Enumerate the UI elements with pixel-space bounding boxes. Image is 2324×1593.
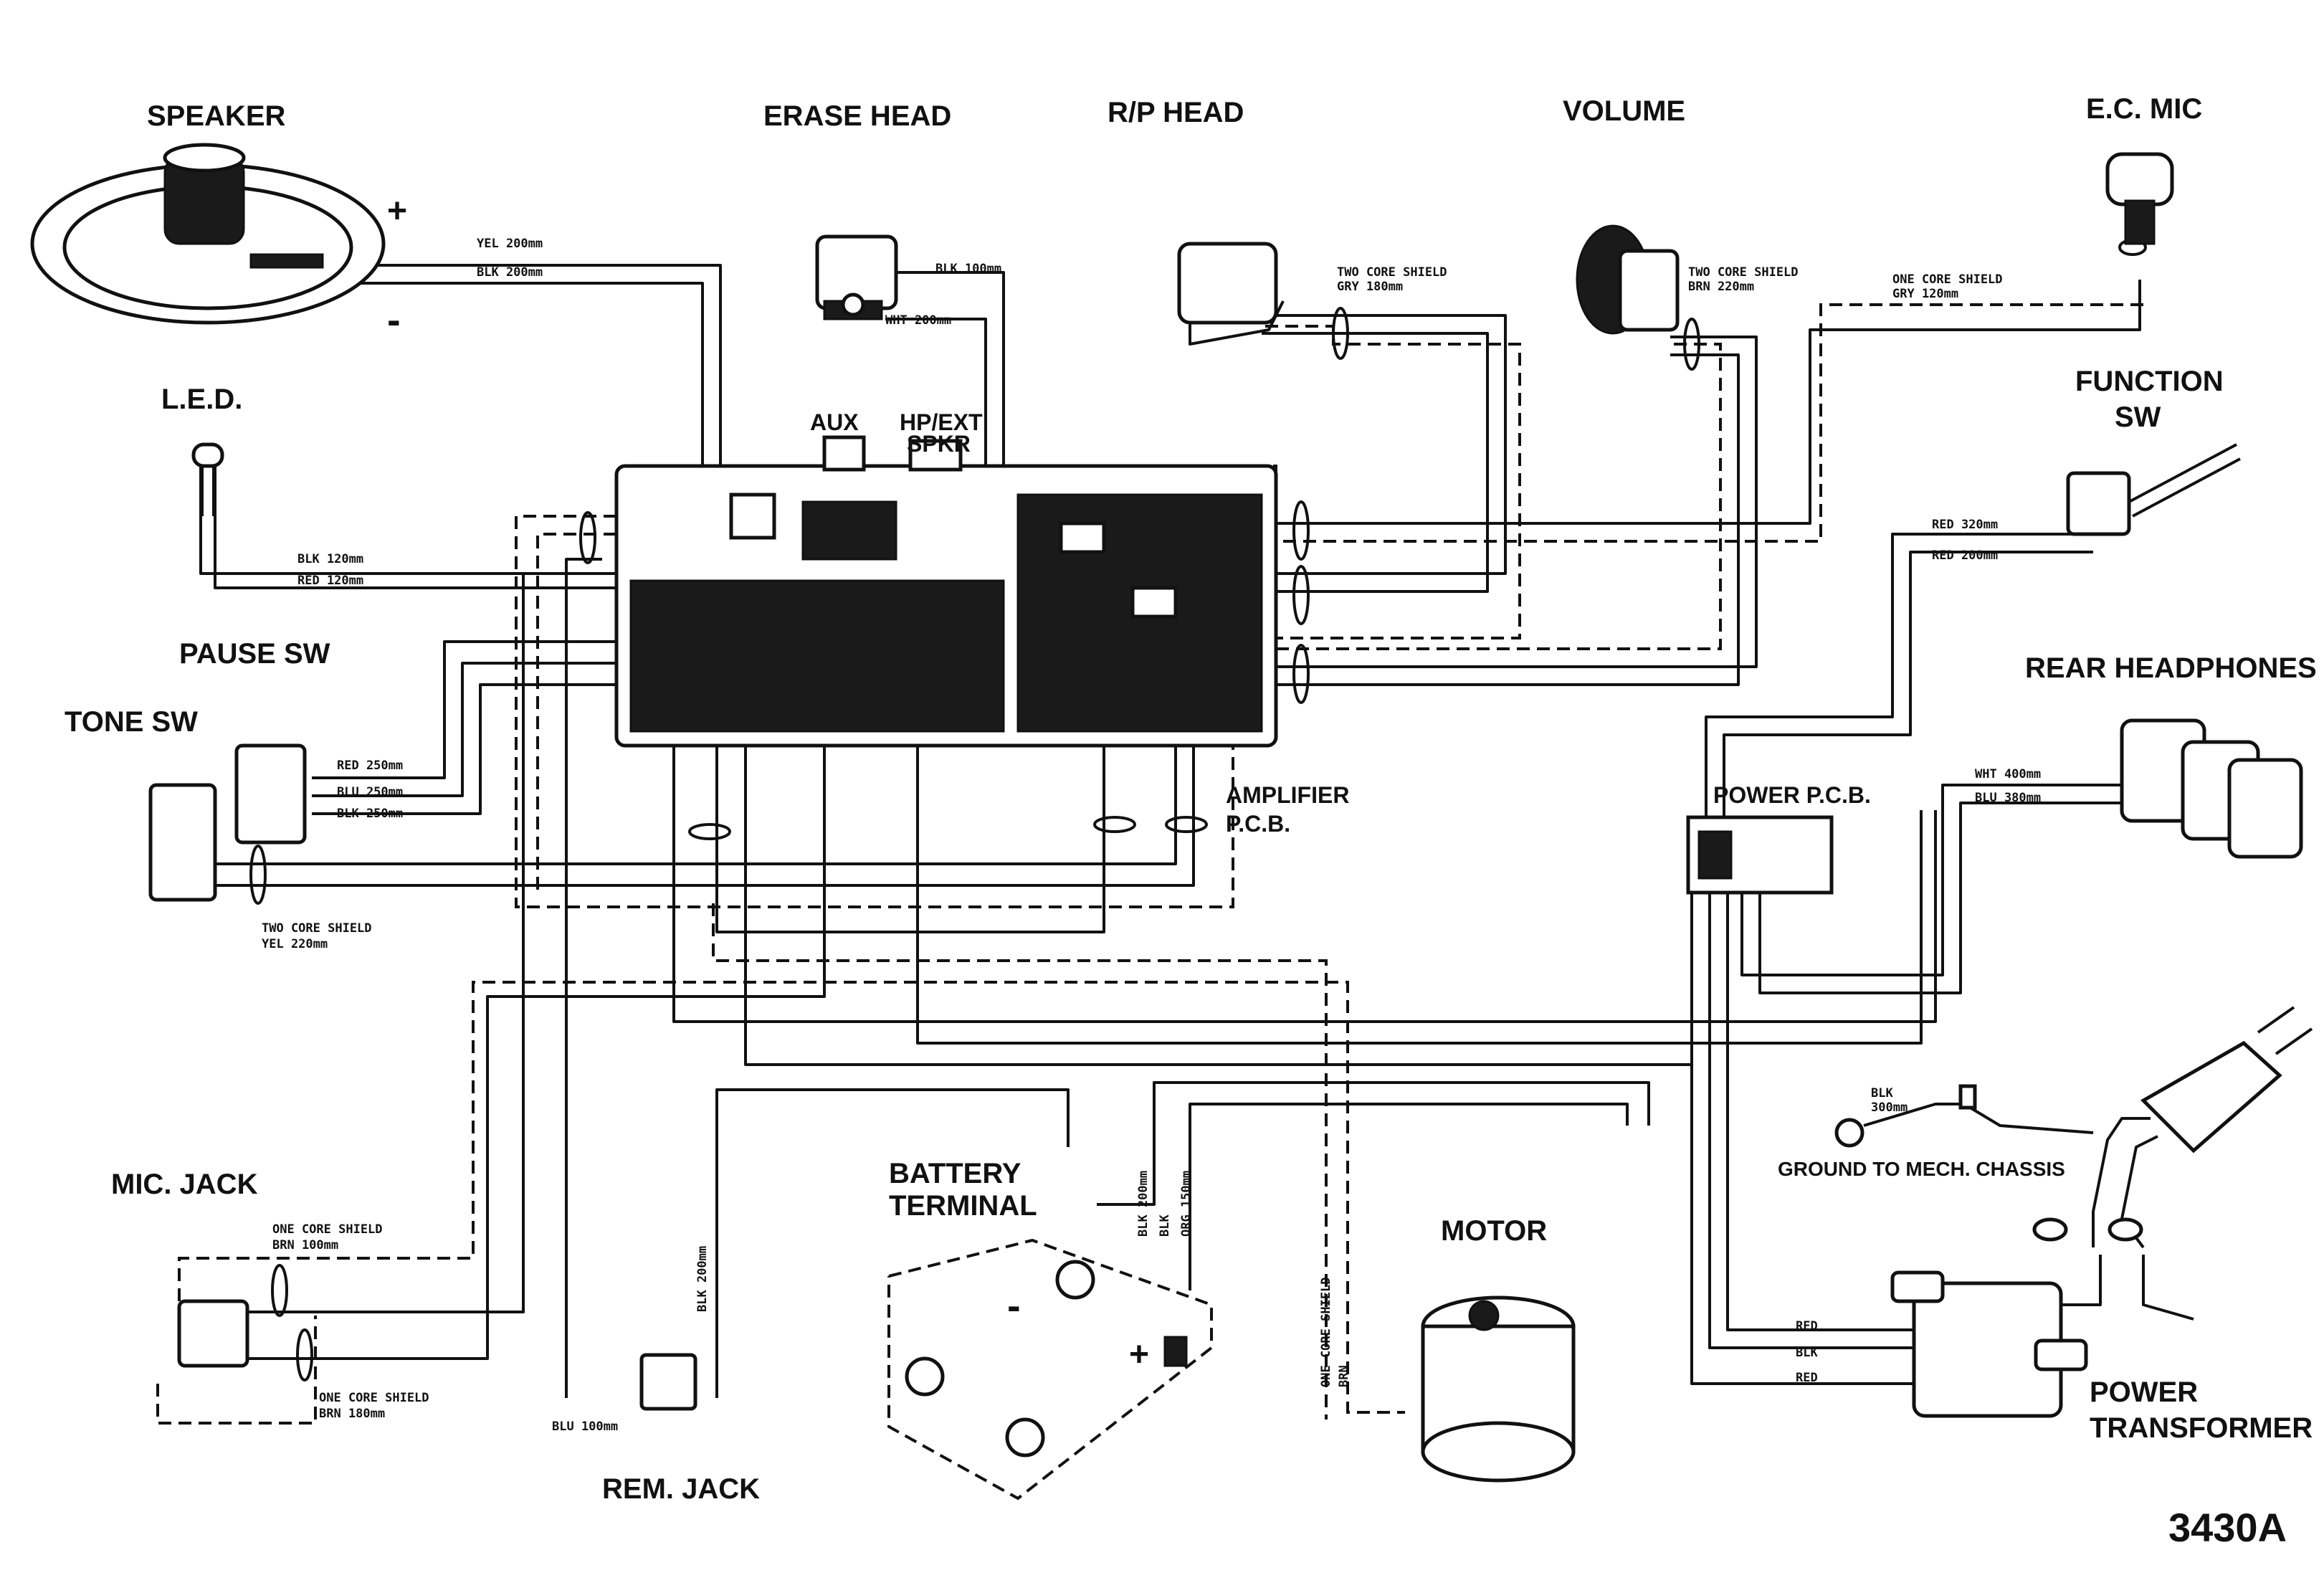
note-ground-blk: BLK [1871,1086,1893,1100]
label-rear-headphones: REAR HEADPHONES [2025,652,2317,684]
note-mic-shield-2: GRY 120mm [1892,287,1958,301]
rem-jack-icon [639,1353,697,1411]
power-transformer-icon [1890,1217,2143,1418]
label-led: L.E.D. [161,384,242,415]
note-pause-blk: BLK 250mm [337,807,403,821]
note-erase-blk: BLK 100mm [935,262,1001,276]
label-erase-head: ERASE HEAD [763,100,951,132]
label-ec-mic: E.C. MIC [2086,93,2202,125]
label-motor: MOTOR [1441,1215,1547,1247]
note-micjack-shield-b: ONE CORE SHIELD [319,1391,429,1405]
shield-loops [249,239,2147,1382]
note-pause-blu: BLU 250mm [337,785,403,799]
note-mic-shield: ONE CORE SHIELD [1892,272,2003,287]
note-rp-shield-2: GRY 180mm [1337,280,1403,294]
note-rem-blu: BLU 100mm [552,1420,618,1434]
label-hp-ext-2: SPKR [907,431,971,457]
label-mic-jack: MIC. JACK [111,1169,258,1200]
label-tone-sw: TONE SW [65,706,198,738]
note-tr-red-2: RED [1796,1371,1818,1385]
label-battery-terminal: BATTERY [889,1158,1021,1189]
note-tone-shield: TWO CORE SHIELD [262,921,372,936]
note-motor-shield-2: BRN [1337,1365,1351,1387]
amplifier-pcb [614,435,1278,748]
label-amplifier-pcb-2: P.C.B. [1226,811,1290,837]
tone-switch-icon [148,783,217,902]
label-power-transformer: POWER [2090,1376,2198,1408]
mic-jack-icon [177,1299,249,1368]
erase-head-icon [815,234,898,320]
volume-knob-icon [1576,224,1680,335]
label-rp-head: R/P HEAD [1108,97,1244,128]
note-micjack-shield-a: ONE CORE SHIELD [272,1222,383,1237]
note-micjack-shield-b2: BRN 180mm [319,1407,385,1421]
function-switch-icon [2066,443,2241,536]
note-tone-shield-2: YEL 220mm [262,937,328,951]
note-batt-org: ORG 150mm [1179,1171,1194,1237]
label-rem-jack: REM. JACK [602,1473,760,1505]
note-ground-blk-2: 300mm [1871,1100,1908,1115]
label-hp-ext: HP/EXT [900,409,983,435]
label-function-sw-2: SW [2115,401,2161,433]
speaker-minus: - [387,297,401,342]
wire-notes: YEL 200mm BLK 200mm BLK 100mm WHT 200mm … [262,237,2041,1434]
label-power-pcb: POWER P.C.B. [1713,782,1871,808]
label-battery-terminal-2: TERMINAL [889,1190,1037,1222]
ac-plug-icon [2140,1006,2313,1154]
power-pcb [1686,815,1834,895]
figure-number: 3430A [2168,1505,2287,1550]
label-ground: GROUND TO MECH. CHASSIS [1778,1158,2065,1180]
note-rem-blk: BLK 200mm [695,1246,710,1312]
note-led-red: RED 120mm [297,574,363,588]
label-aux: AUX [810,409,859,435]
speaker-icon [30,143,386,325]
speaker-plus: + [387,192,407,230]
label-function-sw: FUNCTION [2075,366,2224,397]
note-func-red-320: RED 320mm [1932,518,1998,532]
note-micjack-shield-a2: BRN 100mm [272,1238,338,1252]
note-hp-blu: BLU 380mm [1975,791,2041,805]
ec-mic-icon [2105,152,2174,245]
label-pause-sw: PAUSE SW [179,638,330,670]
label-amplifier-pcb: AMPLIFIER [1226,782,1349,808]
note-spk-blk: BLK 200mm [477,265,543,280]
label-speaker: SPEAKER [147,100,285,132]
label-power-transformer-2: TRANSFORMER [2090,1412,2313,1444]
note-hp-wht: WHT 400mm [1975,767,2041,781]
note-vol-shield-2: BRN 220mm [1688,280,1754,294]
label-volume: VOLUME [1563,95,1685,127]
led-icon [191,442,224,516]
ground-lug-icon [1834,1084,1977,1148]
note-tr-red-1: RED [1796,1319,1818,1333]
battery-terminal-icon [905,1260,1188,1458]
rp-head-icon [1177,242,1285,346]
note-rp-shield: TWO CORE SHIELD [1337,265,1447,280]
note-vol-shield: TWO CORE SHIELD [1688,265,1799,280]
note-func-red-200: RED 200mm [1932,548,1998,563]
note-erase-wht: WHT 200mm [885,313,951,328]
note-batt-blk-200: BLK 200mm [1136,1171,1151,1237]
component-labels: SPEAKER ERASE HEAD R/P HEAD VOLUME E.C. … [65,93,2317,1550]
note-batt-blk: BLK [1158,1214,1172,1237]
note-pause-red: RED 250mm [337,759,403,773]
battery-plus: + [1129,1336,1149,1374]
note-led-blk: BLK 120mm [297,552,363,566]
battery-minus: - [1007,1283,1021,1328]
note-motor-shield: ONE CORE SHIELD [1319,1277,1333,1387]
pause-switch-icon [234,743,307,845]
note-spk-yel: YEL 200mm [477,237,543,251]
motor-icon [1421,1295,1576,1483]
rear-headphones-jack-icon [2120,718,2303,859]
note-tr-blk: BLK [1796,1346,1818,1360]
wiring-shield [156,303,2143,1501]
